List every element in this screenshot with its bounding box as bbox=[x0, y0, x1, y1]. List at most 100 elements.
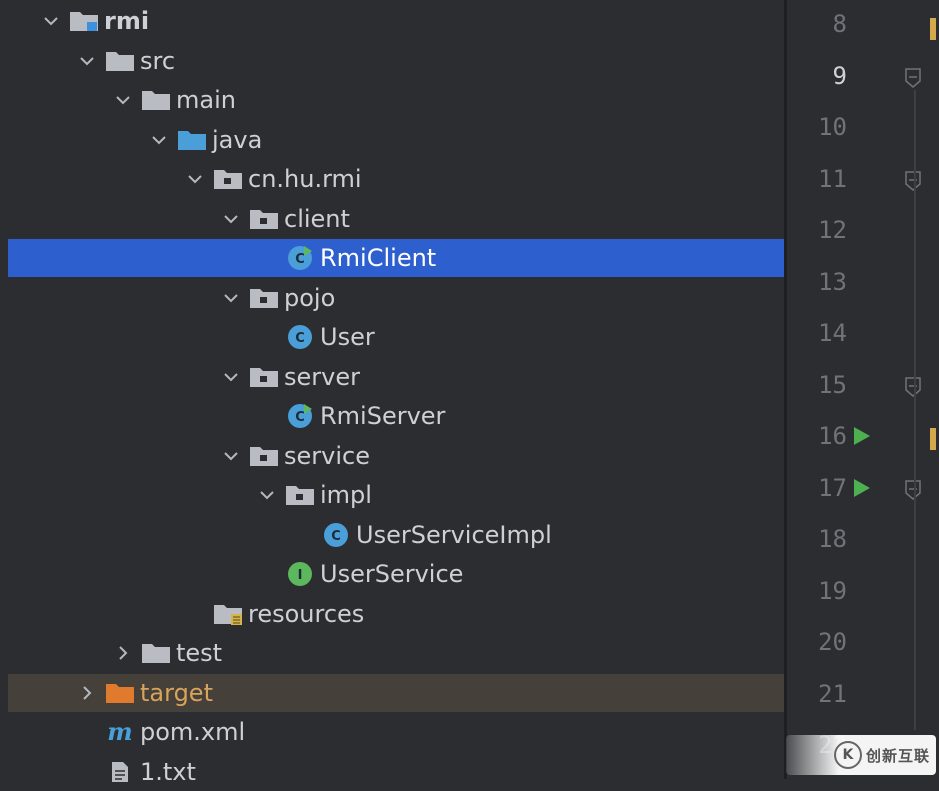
line-number[interactable]: 10 bbox=[818, 113, 847, 141]
folder-icon bbox=[140, 88, 172, 112]
tree-item-label: server bbox=[284, 362, 360, 391]
line-number[interactable]: 8 bbox=[832, 10, 847, 38]
fold-marker-icon[interactable] bbox=[903, 478, 923, 502]
watermark-logo-icon: K bbox=[833, 741, 862, 769]
svg-text:C: C bbox=[331, 529, 341, 544]
tree-item-user[interactable]: C User bbox=[8, 318, 784, 356]
class-icon: C bbox=[320, 522, 352, 547]
tree-item-rmi[interactable]: rmi bbox=[8, 2, 784, 40]
chevron-down-icon[interactable] bbox=[256, 484, 278, 506]
tree-item-java[interactable]: java bbox=[8, 121, 784, 159]
fold-marker-icon[interactable] bbox=[903, 66, 923, 90]
package-icon bbox=[248, 207, 280, 231]
line-number[interactable]: 12 bbox=[818, 216, 847, 244]
line-number[interactable]: 18 bbox=[818, 525, 847, 553]
module-folder-icon bbox=[68, 9, 100, 33]
text-file-icon bbox=[104, 760, 136, 784]
tree-item-label: RmiServer bbox=[320, 402, 446, 430]
tree-item-service[interactable]: service bbox=[8, 437, 784, 475]
fold-marker-icon[interactable] bbox=[903, 375, 923, 399]
chevron-down-icon[interactable] bbox=[40, 10, 62, 32]
svg-text:C: C bbox=[295, 331, 305, 346]
tree-item-1-txt[interactable]: 1.txt bbox=[8, 753, 784, 791]
tree-item-label: src bbox=[140, 46, 176, 75]
line-number[interactable]: 19 bbox=[818, 576, 847, 605]
svg-text:m: m bbox=[107, 720, 132, 744]
package-icon bbox=[248, 444, 280, 468]
tree-item-label: RmiClient bbox=[320, 244, 437, 272]
tree-item-label: impl bbox=[320, 481, 372, 509]
resources-folder-icon bbox=[212, 602, 244, 626]
chevron-right-icon[interactable] bbox=[112, 642, 134, 664]
excluded-folder-icon bbox=[104, 681, 136, 705]
svg-text:C: C bbox=[295, 252, 305, 267]
chevron-down-icon[interactable] bbox=[220, 287, 242, 309]
chevron-right-icon[interactable] bbox=[76, 682, 98, 704]
chevron-down-icon[interactable] bbox=[112, 89, 134, 111]
watermark: K 创新互联 bbox=[786, 735, 936, 775]
folder-icon bbox=[104, 49, 136, 73]
tree-item-label: client bbox=[284, 204, 350, 233]
tree-item-label: User bbox=[320, 323, 375, 351]
tree-item-main[interactable]: main bbox=[8, 81, 784, 119]
tree-item-pojo[interactable]: pojo bbox=[8, 279, 784, 317]
package-icon bbox=[284, 483, 316, 507]
line-number[interactable]: 20 bbox=[818, 628, 847, 656]
folder-icon bbox=[140, 641, 172, 665]
line-number[interactable]: 16 bbox=[818, 422, 847, 450]
source-root-folder-icon bbox=[176, 128, 208, 152]
line-number[interactable]: 14 bbox=[818, 319, 847, 347]
tree-item-label: resources bbox=[248, 599, 365, 628]
tree-item-target[interactable]: target bbox=[8, 673, 784, 712]
tree-item-label: 1.txt bbox=[140, 757, 196, 786]
tree-item-label: java bbox=[212, 125, 263, 154]
tree-item-label: pojo bbox=[284, 283, 336, 312]
package-icon bbox=[212, 167, 244, 191]
tree-item-resources[interactable]: resources bbox=[8, 595, 784, 633]
svg-text:C: C bbox=[295, 410, 305, 425]
tree-item-pom-xml[interactable]: m pom.xml bbox=[8, 713, 784, 751]
run-gutter-icon[interactable] bbox=[849, 476, 873, 500]
tree-item-userservice[interactable]: I UserService bbox=[8, 555, 784, 593]
tree-item-server[interactable]: server bbox=[8, 358, 784, 396]
line-number[interactable]: 11 bbox=[818, 164, 847, 193]
package-icon bbox=[248, 286, 280, 310]
tree-item-cn-hu-rmi[interactable]: cn.hu.rmi bbox=[8, 160, 784, 198]
line-number[interactable]: 21 bbox=[818, 679, 847, 708]
line-number[interactable]: 15 bbox=[818, 370, 847, 399]
tree-item-client[interactable]: client bbox=[8, 200, 784, 238]
line-number[interactable]: 17 bbox=[818, 473, 847, 502]
code-preview-fragment bbox=[930, 18, 936, 40]
tree-item-label: UserService bbox=[320, 560, 464, 588]
run-gutter-icon[interactable] bbox=[849, 424, 873, 448]
panel-divider[interactable] bbox=[784, 0, 787, 779]
runnable-class-icon: C bbox=[284, 404, 316, 428]
svg-text:I: I bbox=[298, 568, 303, 583]
package-icon bbox=[248, 365, 280, 389]
editor-gutter: 8910111213141516171819202122 bbox=[787, 0, 939, 779]
chevron-down-icon[interactable] bbox=[220, 366, 242, 388]
tree-item-src[interactable]: src bbox=[8, 42, 784, 80]
tree-item-label: service bbox=[284, 441, 370, 470]
tree-item-test[interactable]: test bbox=[8, 634, 784, 672]
line-number[interactable]: 9 bbox=[832, 61, 847, 90]
line-number[interactable]: 13 bbox=[818, 267, 847, 296]
maven-icon: m bbox=[104, 720, 136, 744]
fold-marker-icon[interactable] bbox=[903, 169, 923, 193]
tree-item-rmiserver[interactable]: C RmiServer bbox=[8, 397, 784, 435]
watermark-text: 创新互联 bbox=[865, 746, 930, 765]
chevron-down-icon[interactable] bbox=[76, 50, 98, 72]
tree-item-label: target bbox=[140, 678, 213, 707]
tree-item-label: pom.xml bbox=[140, 718, 246, 746]
chevron-down-icon[interactable] bbox=[220, 208, 242, 230]
code-preview-fragment bbox=[930, 428, 936, 450]
tree-item-rmiclient[interactable]: C RmiClient bbox=[8, 239, 784, 277]
chevron-down-icon[interactable] bbox=[220, 445, 242, 467]
runnable-class-icon: C bbox=[284, 246, 316, 270]
tree-item-impl[interactable]: impl bbox=[8, 476, 784, 514]
chevron-down-icon[interactable] bbox=[184, 168, 206, 190]
interface-icon: I bbox=[284, 562, 316, 586]
fold-guide-line bbox=[914, 90, 916, 730]
chevron-down-icon[interactable] bbox=[148, 129, 170, 151]
